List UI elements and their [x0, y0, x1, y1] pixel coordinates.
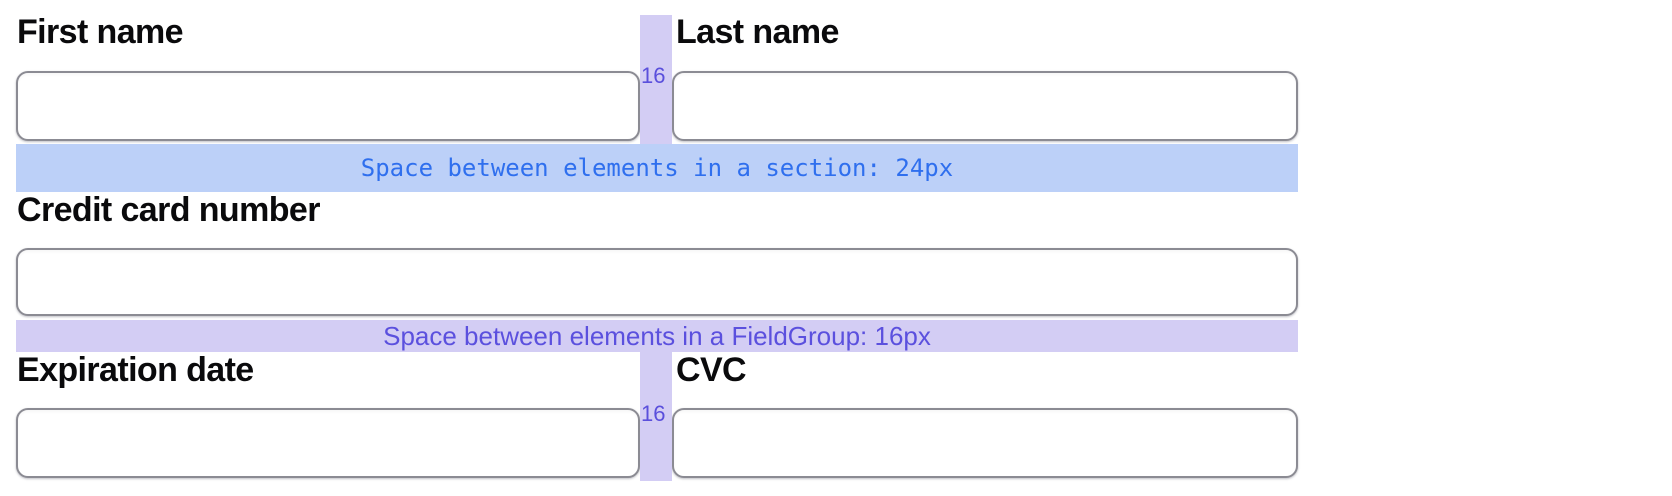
- first-name-input[interactable]: [16, 71, 640, 141]
- fieldgroup-spacing-bar: Space between elements in a FieldGroup: …: [16, 320, 1298, 352]
- row1-gap-marker: 16: [640, 15, 672, 144]
- credit-card-input[interactable]: [16, 248, 1298, 316]
- cvc-label: CVC: [676, 351, 747, 389]
- row2-gap-marker: 16: [640, 352, 672, 481]
- fieldgroup-spacing-label: Space between elements in a FieldGroup: …: [383, 321, 931, 351]
- first-name-label: First name: [17, 13, 184, 51]
- cvc-input[interactable]: [672, 408, 1298, 478]
- row2-gap-value-label: 16: [641, 401, 666, 426]
- last-name-input[interactable]: [672, 71, 1298, 141]
- last-name-label: Last name: [676, 13, 839, 51]
- section-spacing-label: Space between elements in a section: 24p…: [360, 154, 954, 182]
- credit-card-label: Credit card number: [17, 191, 320, 229]
- expiration-date-input[interactable]: [16, 408, 640, 478]
- expiration-date-label: Expiration date: [17, 351, 254, 389]
- row1-gap-value-label: 16: [641, 63, 666, 88]
- section-spacing-bar: Space between elements in a section: 24p…: [16, 144, 1298, 192]
